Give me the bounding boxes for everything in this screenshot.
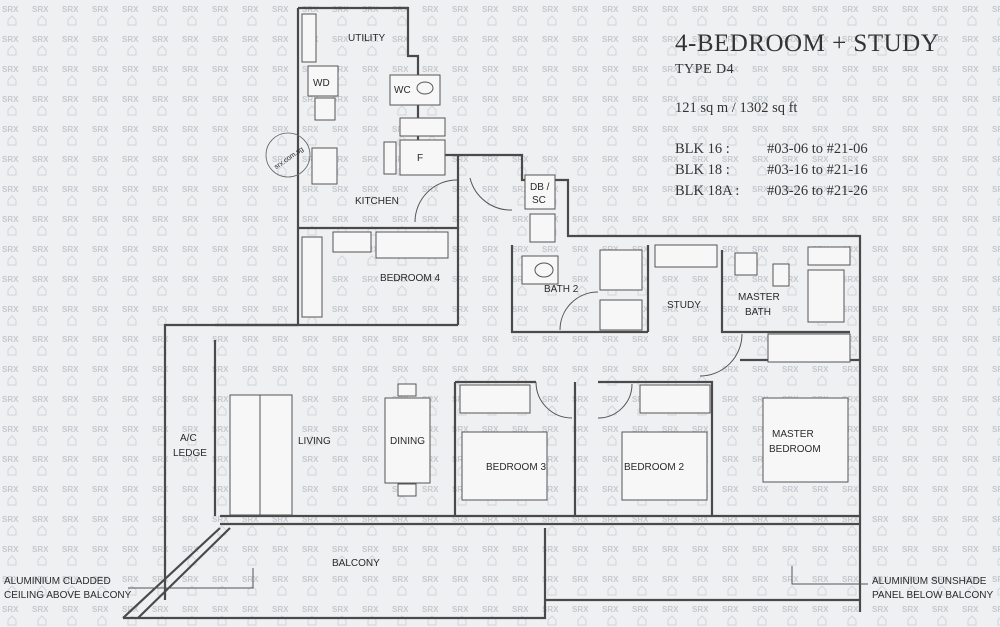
label-fridge: F [417, 153, 423, 164]
label-master-bath-2: BATH [745, 307, 771, 318]
label-study: STUDY [667, 300, 701, 311]
label-master-bath-1: MASTER [738, 292, 780, 303]
label-db-sc-1: DB / [530, 182, 550, 193]
block-row: BLK 18A : #03-26 to #21-26 [675, 183, 868, 200]
label-utility: UTILITY [348, 33, 386, 44]
note-right-leader [791, 566, 868, 585]
fixtures [229, 13, 851, 516]
watermark-stamp [265, 132, 311, 178]
label-wd: WD [313, 78, 330, 89]
plan-subtitle: TYPE D4 [675, 62, 735, 77]
note-left-1: ALUMINIUM CLADDED [4, 576, 111, 587]
block-row: BLK 16 : #03-06 to #21-06 [675, 141, 868, 158]
note-right-2: PANEL BELOW BALCONY [872, 590, 993, 601]
note-left-leader [128, 568, 254, 589]
label-master-bedroom-1: MASTER [772, 429, 814, 440]
note-left-2: CEILING ABOVE BALCONY [4, 590, 132, 601]
note-right-1: ALUMINIUM SUNSHADE [872, 576, 987, 587]
label-wc: WC [394, 85, 411, 96]
label-bedroom-4: BEDROOM 4 [380, 273, 440, 284]
label-db-sc-2: SC [532, 195, 546, 206]
label-balcony: BALCONY [332, 558, 380, 569]
label-master-bedroom-2: BEDROOM [769, 444, 821, 455]
plan-area: 121 sq m / 1302 sq ft [675, 100, 798, 116]
walls [122, 6, 862, 620]
block-name: BLK 18 : [675, 162, 730, 178]
label-dining: DINING [390, 436, 425, 447]
label-ac-ledge-1: A/C [180, 433, 197, 444]
label-bedroom-2: BEDROOM 2 [624, 462, 684, 473]
block-range: #03-06 to #21-06 [767, 141, 868, 157]
block-row: BLK 18 : #03-16 to #21-16 [675, 162, 868, 179]
block-name: BLK 16 : [675, 141, 730, 157]
label-bedroom-3: BEDROOM 3 [486, 462, 546, 473]
label-ac-ledge-2: LEDGE [173, 448, 207, 459]
plan-title: 4-BEDROOM + STUDY [675, 30, 940, 57]
block-range: #03-26 to #21-26 [767, 183, 868, 199]
label-kitchen: KITCHEN [355, 196, 399, 207]
block-range: #03-16 to #21-16 [767, 162, 868, 178]
label-living: LIVING [298, 436, 331, 447]
block-name: BLK 18A : [675, 183, 740, 199]
label-bath-2: BATH 2 [544, 284, 579, 295]
